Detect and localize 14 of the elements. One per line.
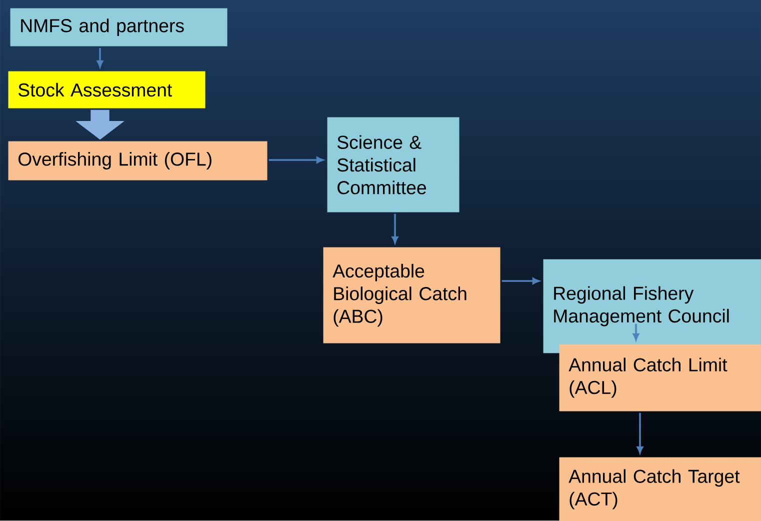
arrow [268, 156, 324, 164]
arrow [632, 324, 640, 340]
arrow [636, 412, 644, 454]
result-box: Overfishing Limit (OFL) [8, 141, 268, 180]
result-box: Annual Catch Target (ACT) [559, 457, 761, 521]
group-box: Science & Statistical Committee [327, 117, 460, 212]
process-box: Stock Assessment [8, 71, 206, 108]
arrow [502, 278, 540, 284]
result-box: Annual Catch Limit (ACL) [559, 344, 761, 412]
group-box: Regional Fishery Management Council [543, 259, 761, 354]
arrow [392, 214, 398, 244]
group-box: NMFS and partners [10, 8, 228, 46]
result-box: Acceptable Biological Catch (ABC) [323, 247, 500, 344]
arrow [96, 48, 104, 68]
